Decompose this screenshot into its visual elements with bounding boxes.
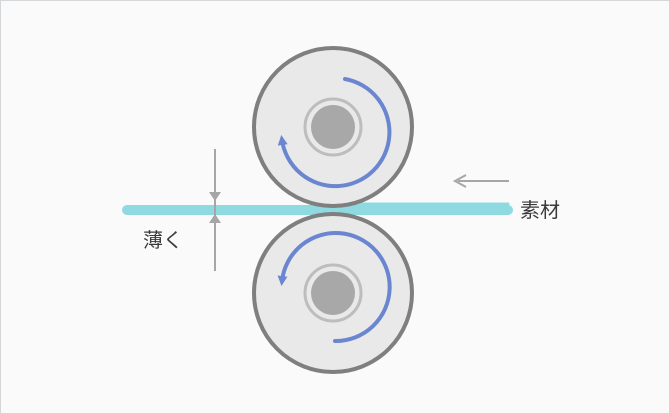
top-roller-rotation-arrow-icon (277, 77, 392, 189)
bottom-roller-rotation-arrow-icon (277, 231, 392, 344)
material-label: 素材 (520, 198, 560, 222)
thinner-label: 薄く (143, 228, 183, 252)
feed-direction-arrow-icon (452, 174, 509, 188)
top-roller (252, 46, 414, 208)
thickness-indicator (209, 149, 221, 271)
material-strip (122, 202, 513, 215)
bottom-roller (252, 212, 414, 374)
